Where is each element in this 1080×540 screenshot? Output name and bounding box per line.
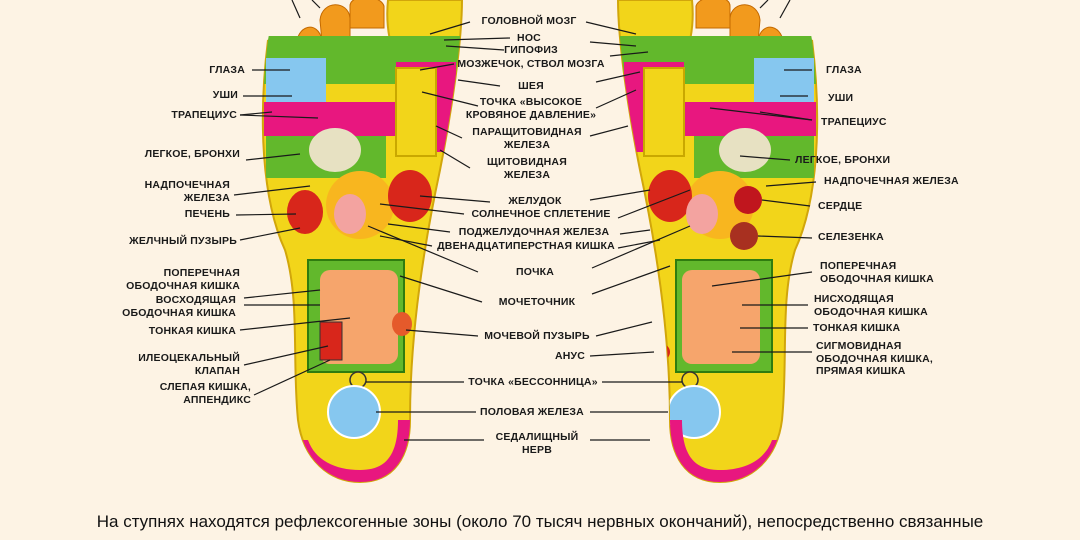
label-small-intestine-right: ТОНКАЯ КИШКА xyxy=(813,322,901,334)
left-kidney xyxy=(334,194,366,234)
right-toe-2 xyxy=(695,0,731,29)
label-trapezius-right: ТРАПЕЦИУС xyxy=(821,116,887,128)
left-toe-3 xyxy=(319,4,351,43)
label-stomach: ЖЕЛУДОК xyxy=(508,195,562,207)
label-anus: АНУС xyxy=(554,350,586,362)
label-ileocecal-left: ИЛЕОЦЕКАЛЬНЫЙ КЛАПАН xyxy=(138,352,240,377)
label-eyes-right: ГЛАЗА xyxy=(826,64,862,76)
label-transverse-colon-right: ПОПЕРЕЧНАЯ ОБОДОЧНАЯ КИШКА xyxy=(820,260,934,285)
label-gonad: ПОЛОВАЯ ЖЕЛЕЗА xyxy=(480,406,584,418)
left-toe-2 xyxy=(349,0,385,29)
left-foot-map xyxy=(261,0,464,484)
right-spleen xyxy=(730,222,758,250)
left-ileocecal xyxy=(319,321,343,361)
label-sciatic: СЕДАЛИЩНЫЙ НЕРВ xyxy=(495,431,579,456)
left-bladder xyxy=(392,312,412,336)
label-cecum-left: СЛЕПАЯ КИШКА, АППЕНДИКС xyxy=(159,381,251,406)
label-adrenal-left: НАДПОЧЕЧНАЯ ЖЕЛЕЗА xyxy=(144,179,230,204)
label-trapezius-left: ТРАПЕЦИУС xyxy=(171,109,237,121)
label-ascending-colon-left: ВОСХОДЯЩАЯ ОБОДОЧНАЯ КИШКА xyxy=(122,294,236,319)
left-liver xyxy=(287,190,323,234)
right-toe-3 xyxy=(729,4,761,43)
caption-text: На ступнях находятся рефлексогенные зоны… xyxy=(96,512,984,531)
label-parathyroid: ПАРАЩИТОВИДНАЯ ЖЕЛЕЗА xyxy=(472,126,582,151)
label-adrenal-right: НАДПОЧЕЧНАЯ ЖЕЛЕЗА xyxy=(824,175,959,187)
right-stomach xyxy=(648,170,692,222)
left-lung-organ xyxy=(309,128,361,172)
label-pituitary: ГИПОФИЗ xyxy=(504,44,558,56)
left-eye-zone xyxy=(266,58,326,102)
label-cerebellum: МОЗЖЕЧОК, СТВОЛ МОЗГА xyxy=(457,58,605,70)
label-bladder: МОЧЕВОЙ ПУЗЫРЬ xyxy=(484,330,590,342)
left-gonad-zone xyxy=(327,385,381,439)
label-sigmoid-right: СИГМОВИДНАЯ ОБОДОЧНАЯ КИШКА, ПРЯМАЯ КИШК… xyxy=(816,340,934,377)
label-heart-right: СЕРДЦЕ xyxy=(818,200,863,212)
right-kidney xyxy=(686,194,718,234)
label-duodenum: ДВЕНАДЦАТИПЕРСТНАЯ КИШКА xyxy=(437,240,615,252)
label-transverse-colon-left: ПОПЕРЕЧНАЯ ОБОДОЧНАЯ КИШКА xyxy=(126,267,240,292)
right-lung-organ xyxy=(719,128,771,172)
leader-lines xyxy=(233,0,817,441)
left-neck-inner xyxy=(395,67,437,157)
right-foot-map xyxy=(616,0,819,484)
label-lungs-right: ЛЕГКОЕ, БРОНХИ xyxy=(795,154,891,166)
label-gallbladder-left: ЖЕЛЧНЫЙ ПУЗЫРЬ xyxy=(129,235,237,247)
right-small-intestine xyxy=(682,270,760,364)
right-eye-zone xyxy=(754,58,814,102)
label-spleen-right: СЕЛЕЗЕНКА xyxy=(818,231,884,243)
right-neck-inner xyxy=(643,67,685,157)
right-bladder xyxy=(644,310,664,334)
label-insomnia-point: ТОЧКА «БЕССОННИЦА» xyxy=(468,376,598,388)
right-heart xyxy=(734,186,762,214)
label-hypertension-point: ТОЧКА «ВЫСОКОЕ КРОВЯНОЕ ДАВЛЕНИЕ» xyxy=(465,96,597,121)
label-thyroid: ЩИТОВИДНАЯ ЖЕЛЕЗА xyxy=(487,156,567,181)
label-nose: НОС xyxy=(517,32,541,44)
label-ureter: МОЧЕТОЧНИК xyxy=(498,296,576,308)
label-brain: ГОЛОВНОЙ МОЗГ xyxy=(481,15,577,27)
label-solar-plexus: СОЛНЕЧНОЕ СПЛЕТЕНИЕ xyxy=(471,208,611,220)
label-liver-left: ПЕЧЕНЬ xyxy=(184,208,230,220)
label-eyes-left: ГЛАЗА xyxy=(209,64,245,76)
label-ears-left: УШИ xyxy=(212,89,238,101)
label-descending-colon-right: НИСХОДЯЩАЯ ОБОДОЧНАЯ КИШКА xyxy=(814,293,928,318)
label-ears-right: УШИ xyxy=(828,92,854,104)
label-pancreas: ПОДЖЕЛУДОЧНАЯ ЖЕЛЕЗА xyxy=(458,226,610,238)
label-lungs-left: ЛЕГКОЕ, БРОНХИ xyxy=(144,148,240,160)
label-small-intestine-left: ТОНКАЯ КИШКА xyxy=(148,325,236,337)
label-neck: ШЕЯ xyxy=(518,80,544,92)
label-kidney: ПОЧКА xyxy=(515,266,555,278)
